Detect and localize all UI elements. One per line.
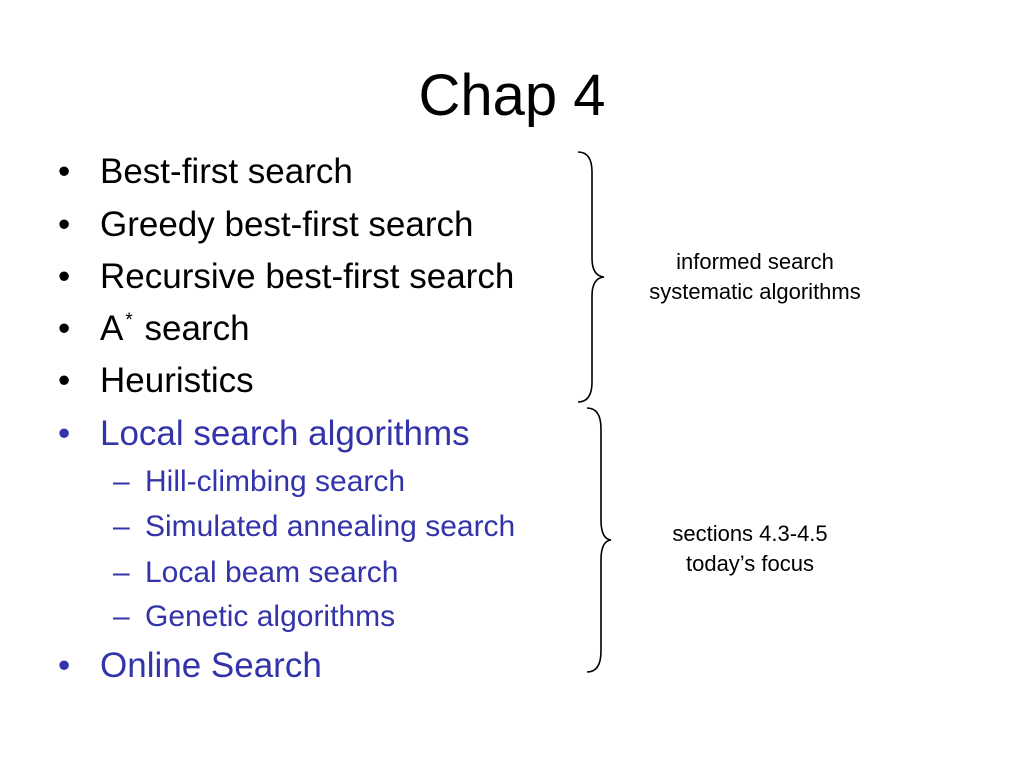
bullet-heuristics: • Heuristics — [58, 361, 254, 401]
dash-marker: – — [113, 465, 130, 498]
note-informed-search: informed search systematic algorithms — [605, 247, 905, 307]
sub-bullet-text: Hill-climbing search — [145, 465, 406, 498]
bullet-text: Heuristics — [100, 361, 254, 400]
curly-brace-local-search — [586, 407, 612, 673]
sub-bullet-text: Simulated annealing search — [145, 510, 516, 543]
slide-title: Chap 4 — [418, 63, 606, 128]
sub-bullet-simulated-annealing-search: – Simulated annealing search — [113, 509, 516, 545]
bullet-marker: • — [58, 257, 71, 296]
dash-marker: – — [113, 510, 130, 543]
bullet-a-star-search: • A* search — [58, 309, 250, 355]
bullet-greedy-best-first-search: • Greedy best-first search — [58, 205, 474, 245]
bullet-text-a: A — [100, 309, 124, 348]
bullet-text-search: search — [134, 309, 250, 348]
note-line: today’s focus — [685, 551, 814, 576]
bullet-best-first-search: • Best-first search — [58, 152, 353, 192]
bullet-marker: • — [58, 646, 71, 685]
note-line: informed search — [676, 249, 834, 274]
bullet-online-search: • Online Search — [58, 646, 322, 686]
sub-bullet-text: Local beam search — [145, 556, 399, 589]
bullet-marker: • — [58, 414, 71, 453]
bullet-local-search-algorithms: • Local search algorithms — [58, 414, 470, 454]
note-sections-focus: sections 4.3-4.5 today’s focus — [600, 519, 900, 579]
bullet-marker: • — [58, 361, 71, 400]
note-line: systematic algorithms — [649, 279, 861, 304]
sub-bullet-hill-climbing-search: – Hill-climbing search — [113, 464, 406, 500]
bullet-text: Recursive best-first search — [100, 257, 515, 296]
curly-brace-informed-search — [577, 151, 605, 403]
bullet-marker: • — [58, 205, 71, 244]
note-line: sections 4.3-4.5 — [672, 521, 828, 546]
superscript-asterisk: * — [125, 310, 133, 331]
bullet-text: Greedy best-first search — [100, 205, 474, 244]
bullet-marker: • — [58, 152, 71, 191]
bullet-text: Online Search — [100, 646, 322, 685]
sub-bullet-local-beam-search: – Local beam search — [113, 555, 399, 591]
bullet-text: Best-first search — [100, 152, 353, 191]
dash-marker: – — [113, 556, 130, 589]
sub-bullet-text: Genetic algorithms — [145, 600, 396, 633]
sub-bullet-genetic-algorithms: – Genetic algorithms — [113, 599, 396, 635]
bullet-marker: • — [58, 309, 71, 348]
bullet-text: Local search algorithms — [100, 414, 470, 453]
dash-marker: – — [113, 600, 130, 633]
bullet-recursive-best-first-search: • Recursive best-first search — [58, 257, 515, 297]
